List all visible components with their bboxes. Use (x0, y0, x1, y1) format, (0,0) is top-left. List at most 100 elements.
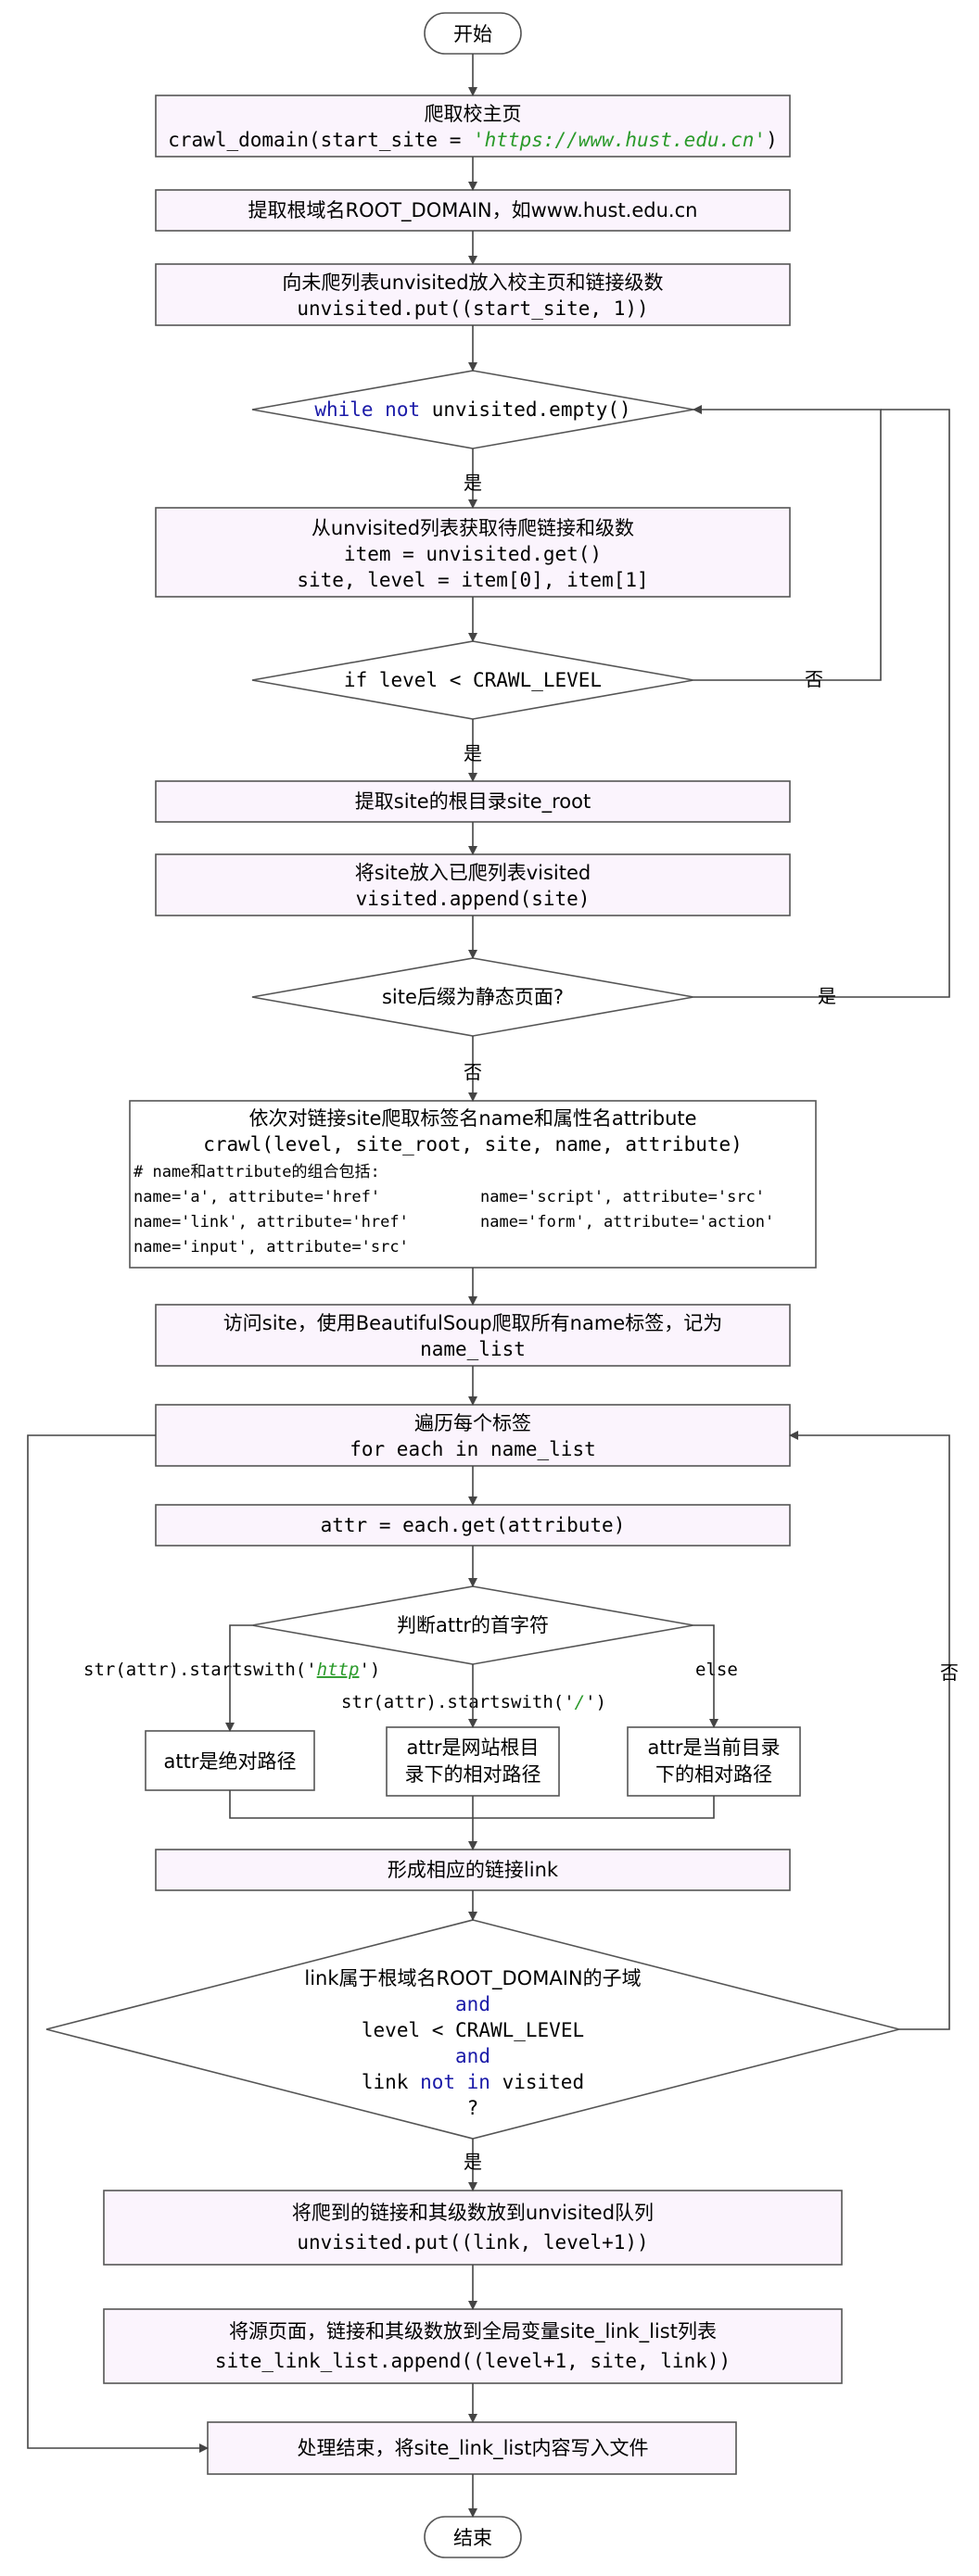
branch-slash-condition: str(attr).startswith('/') (341, 1692, 606, 1712)
step-crawl-homepage: 爬取校主页 crawl_domain(start_site = 'https:/… (155, 95, 791, 158)
step-init-unvisited-title: 向未爬列表unvisited放入校主页和链接级数 (282, 271, 663, 294)
box-root-relative-path: attr是网站根目 录下的相对路径 (386, 1726, 560, 1797)
connectors (27, 54, 950, 2518)
step-write-file-label: 处理结束，将site_link_list内容写入文件 (298, 2437, 649, 2460)
step-add-visited: 将site放入已爬列表visited visited.append(site) (155, 853, 791, 916)
box-absolute-path: attr是绝对路径 (145, 1730, 315, 1791)
svg-text:crawl_domain(start_site = 'htt: crawl_domain(start_site = 'https://www.h… (168, 129, 777, 151)
branch-slash-keyword: / (575, 1692, 585, 1712)
label-check-no: 否 (940, 1661, 959, 1684)
branch-http-suffix: ') (359, 1660, 380, 1680)
step-append-site-link-title: 将源页面，链接和其级数放到全局变量site_link_list列表 (229, 2320, 717, 2343)
arrow-branch-http (225, 1624, 252, 1732)
start-node: 开始 (424, 12, 522, 55)
label-level-no: 否 (805, 668, 823, 690)
combo-input-src: name='input', attribute='src' (134, 1238, 409, 1256)
start-site-url: 'https://www.hust.edu.cn' (473, 129, 766, 151)
decision-static-page: site后缀为静态页面? (251, 957, 694, 1037)
arrow-check-no-loop (789, 1431, 950, 2030)
step-crawl-homepage-title: 爬取校主页 (425, 103, 522, 125)
arrow-branch-else (693, 1624, 718, 1728)
unvisited-put-link-code: unvisited.put((link, level+1)) (297, 2231, 648, 2254)
crawl-domain-code: crawl_domain(start_site = (168, 129, 473, 151)
for-each-code: for each in name_list (350, 1438, 596, 1460)
step-write-file: 处理结束，将site_link_list内容写入文件 (207, 2421, 737, 2475)
and-keyword-1: and (455, 1993, 490, 2015)
step-extract-site-root-label: 提取site的根目录site_root (355, 790, 591, 814)
site-link-append-code: site_link_list.append((level+1, site, li… (215, 2350, 731, 2372)
step-get-attr: attr = each.get(attribute) (155, 1504, 791, 1547)
branch-http-condition: str(attr).startswith('http') (83, 1660, 380, 1680)
step-form-link: 形成相应的链接link (155, 1849, 791, 1891)
arrow-level-no-loop (693, 405, 882, 681)
decision-while-unvisited: while not unvisited.empty() (251, 370, 694, 449)
branch-slash-prefix: str(attr).startswith(' (341, 1692, 575, 1712)
combo-script-src: name='script', attribute='src' (480, 1188, 765, 1206)
level-check-label: if level < CRAWL_LEVEL (344, 669, 602, 691)
step-extract-site-root: 提取site的根目录site_root (155, 780, 791, 823)
step-init-unvisited: 向未爬列表unvisited放入校主页和链接级数 unvisited.put((… (155, 263, 791, 326)
box-absolute-path-label: attr是绝对路径 (164, 1750, 297, 1773)
unvisited-put-code: unvisited.put((start_site, 1)) (297, 297, 648, 320)
decision-level-check: if level < CRAWL_LEVEL (251, 640, 694, 720)
label-level-yes: 是 (464, 742, 482, 764)
arrow-static-yes-loop (693, 409, 950, 998)
combo-form-action: name='form', attribute='action' (480, 1213, 774, 1231)
end-node: 结束 (424, 2516, 522, 2558)
step-get-item: 从unvisited列表获取待爬链接和级数 item = unvisited.g… (155, 507, 791, 598)
box-root-relative-line2: 录下的相对路径 (405, 1763, 541, 1786)
step-fetch-name-list: 访问site，使用BeautifulSoup爬取所有name标签，记为 name… (155, 1304, 791, 1367)
svg-text:link not in visited: link not in visited (362, 2071, 584, 2093)
box-current-relative-line1: attr是当前目录 (648, 1736, 781, 1759)
level-limit-condition: level < CRAWL_LEVEL (362, 2019, 584, 2041)
start-label: 开始 (453, 23, 492, 45)
step-add-visited-title: 将site放入已爬列表visited (355, 862, 591, 884)
branch-slash-suffix: ') (585, 1692, 606, 1712)
step-loop-tags-title: 遍历每个标签 (414, 1412, 531, 1434)
step-extract-root-domain-label: 提取根域名ROOT_DOMAIN，如www.hust.edu.cn (248, 199, 698, 222)
visited-var: visited (490, 2071, 584, 2093)
combo-link-href: name='link', attribute='href' (134, 1213, 409, 1231)
box-current-relative-path: attr是当前目录 下的相对路径 (627, 1726, 801, 1797)
svg-text:while not unvisited.empty(): while not unvisited.empty() (314, 398, 630, 421)
step-crawl-tags-title: 依次对链接site爬取标签名name和属性名attribute (248, 1107, 696, 1130)
box-current-relative-line2: 下的相对路径 (655, 1763, 772, 1786)
branch-else-condition: else (695, 1660, 738, 1680)
decision-link-valid: link属于根域名ROOT_DOMAIN的子域 and level < CRAW… (45, 1919, 900, 2140)
link-var: link (362, 2071, 420, 2093)
label-static-yes: 是 (818, 985, 836, 1007)
label-static-no: 否 (464, 1061, 482, 1083)
decision-attr-first-char: 判断attr的首字符 (251, 1585, 694, 1665)
crawl-call-code: crawl(level, site_root, site, name, attr… (203, 1133, 743, 1155)
question-mark: ? (467, 2097, 479, 2119)
unvisited-get-code: item = unvisited.get() (344, 543, 602, 565)
step-fetch-name-list-line2: name_list (420, 1338, 526, 1360)
visited-append-code: visited.append(site) (356, 888, 591, 910)
while-not-keyword: while not (314, 398, 420, 421)
end-label: 结束 (453, 2527, 492, 2549)
step-crawl-tags: 依次对链接site爬取标签名name和属性名attribute crawl(le… (129, 1100, 817, 1269)
and-keyword-2: and (455, 2045, 490, 2067)
attr-first-char-label: 判断attr的首字符 (397, 1614, 549, 1636)
step-append-site-link: 将源页面，链接和其级数放到全局变量site_link_list列表 site_l… (103, 2308, 843, 2384)
static-page-label: site后缀为静态页面? (382, 986, 564, 1008)
step-form-link-label: 形成相应的链接link (388, 1859, 559, 1881)
arrow-loop-done (27, 1434, 209, 2453)
crawl-domain-code-end: ) (766, 129, 778, 151)
each-get-code: attr = each.get(attribute) (321, 1514, 626, 1536)
branch-merge-line (229, 1790, 715, 1819)
combo-a-href: name='a', attribute='href' (134, 1188, 380, 1206)
step-get-item-title: 从unvisited列表获取待爬链接和级数 (312, 517, 634, 539)
step-enqueue-link-title: 将爬到的链接和其级数放到unvisited队列 (292, 2202, 654, 2224)
label-while-yes: 是 (464, 472, 482, 494)
link-subdomain-condition: link属于根域名ROOT_DOMAIN的子域 (304, 1967, 641, 1990)
combo-comment: # name和attribute的组合包括: (134, 1163, 380, 1181)
step-extract-root-domain: 提取根域名ROOT_DOMAIN，如www.hust.edu.cn (155, 189, 791, 232)
branch-http-keyword: http (317, 1660, 360, 1680)
step-enqueue-link: 将爬到的链接和其级数放到unvisited队列 unvisited.put((l… (103, 2190, 843, 2266)
step-fetch-name-list-line1: 访问site，使用BeautifulSoup爬取所有name标签，记为 (223, 1312, 722, 1334)
branch-http-prefix: str(attr).startswith(' (83, 1660, 317, 1680)
box-root-relative-line1: attr是网站根目 (407, 1736, 540, 1759)
label-check-yes: 是 (464, 2151, 482, 2173)
